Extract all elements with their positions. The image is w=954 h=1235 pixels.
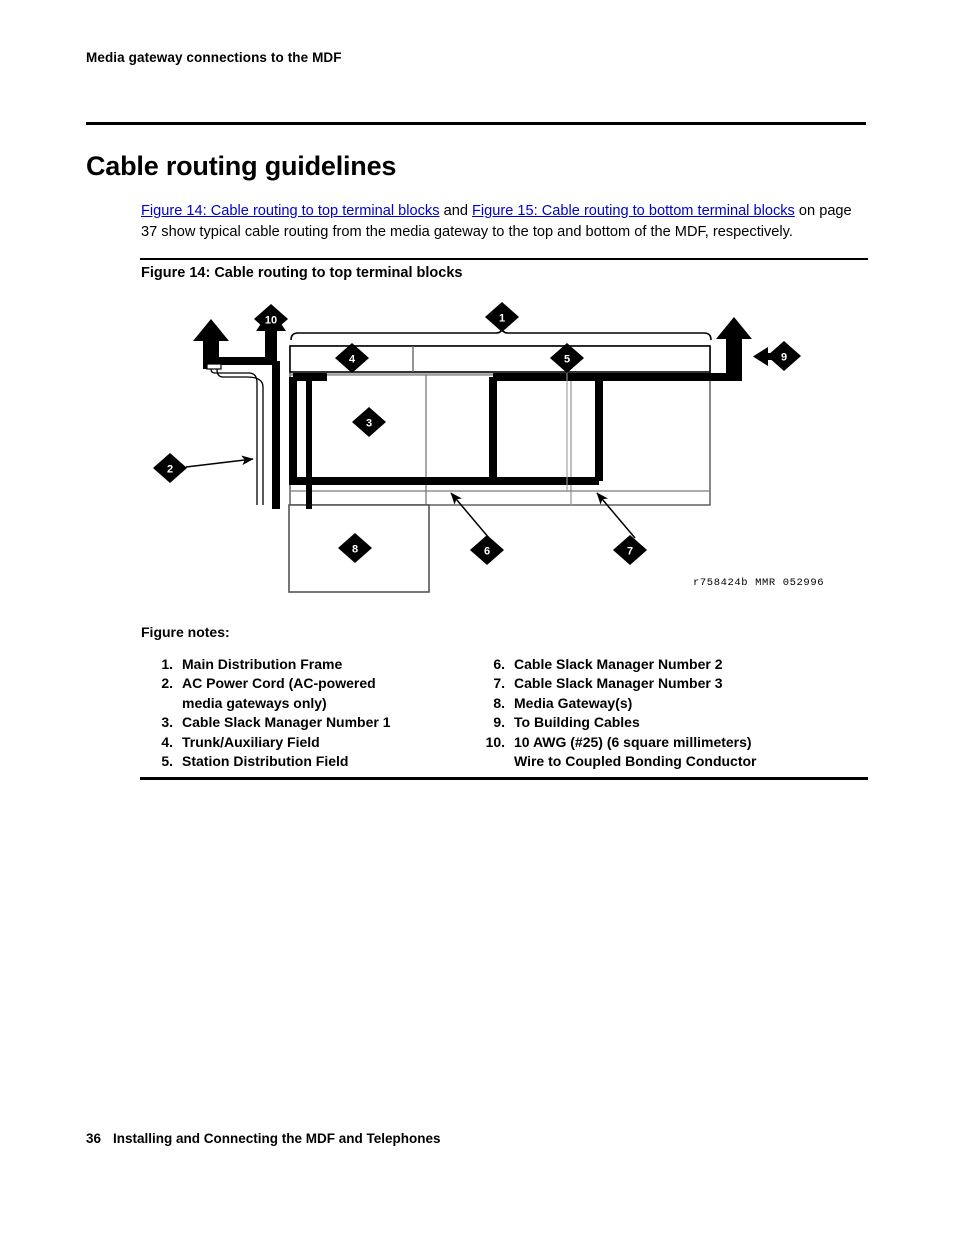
- note-item: 9. To Building Cables: [471, 713, 868, 732]
- note-number: 1.: [161, 656, 173, 672]
- figure-caption: Figure 14: Cable routing to top terminal…: [141, 265, 463, 281]
- svg-text:2: 2: [167, 464, 173, 476]
- note-number: 9.: [493, 714, 505, 731]
- cable-routing-paths: [203, 357, 737, 509]
- figure-notes: 1. Main Distribution Frame 2. AC Power C…: [141, 655, 868, 771]
- callout-7: 7: [613, 535, 647, 565]
- figure-14-drawing: 1 2 3 4 5 6 7: [141, 295, 868, 605]
- note-number: 2.: [161, 675, 173, 692]
- note-text: Cable Slack Manager Number 3: [514, 675, 723, 692]
- note-number: 3.: [161, 714, 173, 731]
- page-footer: 36 Installing and Connecting the MDF and …: [86, 1131, 441, 1146]
- svg-text:1: 1: [499, 313, 505, 325]
- callout-2: 2: [153, 453, 187, 483]
- note-number: 6.: [493, 656, 505, 672]
- svg-text:10: 10: [265, 315, 277, 327]
- svg-text:6: 6: [484, 546, 490, 558]
- xref-figure-15[interactable]: Figure 15: Cable routing to bottom termi…: [472, 202, 795, 219]
- note-text-continuation: Wire to Coupled Bonding Conductor: [514, 753, 757, 770]
- note-item: 8. Media Gateway(s): [471, 694, 868, 713]
- body-text-tail: on page 37 show typical cable routing fr…: [141, 202, 852, 240]
- note-number: 8.: [493, 694, 505, 711]
- note-text: Media Gateway(s): [514, 694, 633, 711]
- footer-page-number: 36: [86, 1131, 102, 1146]
- note-item: 1. Main Distribution Frame: [141, 655, 471, 674]
- body-paragraph: Figure 14: Cable routing to top terminal…: [141, 201, 863, 243]
- footer-book-title: Installing and Connecting the MDF and Te…: [113, 1131, 441, 1146]
- page-title: Cable routing guidelines: [86, 151, 397, 182]
- note-text: Station Distribution Field: [182, 753, 349, 770]
- cable-exit-arrow-left: [193, 319, 229, 369]
- figure-drawing-id: r758424b MMR 052996: [693, 577, 824, 589]
- svg-text:4: 4: [349, 354, 356, 366]
- note-text: Cable Slack Manager Number 2: [514, 656, 723, 672]
- callout-3: 3: [352, 407, 386, 437]
- body-text-and: and: [439, 202, 472, 219]
- ac-power-cord: [206, 359, 264, 505]
- xref-figure-14[interactable]: Figure 14: Cable routing to top terminal…: [141, 202, 440, 219]
- note-item: 3. Cable Slack Manager Number 1: [141, 713, 471, 732]
- note-number: 4.: [161, 733, 173, 750]
- note-number: 10.: [485, 733, 505, 750]
- note-number: 7.: [493, 675, 505, 692]
- figure-caption-rule: [140, 258, 868, 260]
- note-text: Cable Slack Manager Number 1: [182, 714, 391, 731]
- note-item: 2. AC Power Cord (AC-powered: [141, 674, 471, 693]
- figure-notes-column-left: 1. Main Distribution Frame 2. AC Power C…: [141, 655, 471, 771]
- figure-notes-bottom-rule: [140, 777, 868, 780]
- callout-markers: 1 2 3 4 5 6 7: [153, 302, 801, 565]
- svg-text:3: 3: [366, 418, 372, 430]
- callout-1: 1: [485, 302, 519, 332]
- note-item: 10. 10 AWG (#25) (6 square millimeters): [471, 733, 868, 752]
- note-text: AC Power Cord (AC-powered: [182, 675, 376, 692]
- svg-text:9: 9: [781, 352, 787, 364]
- svg-text:8: 8: [352, 544, 358, 556]
- callout-4: 4: [335, 343, 369, 373]
- callout-5: 5: [550, 343, 584, 373]
- note-text: Main Distribution Frame: [182, 656, 343, 672]
- note-text: Trunk/Auxiliary Field: [182, 733, 320, 750]
- svg-text:5: 5: [564, 354, 570, 366]
- note-item: 7. Cable Slack Manager Number 3: [471, 674, 868, 693]
- note-text-continuation: media gateways only): [182, 694, 327, 711]
- note-text: To Building Cables: [514, 714, 640, 731]
- note-number: 5.: [161, 753, 173, 770]
- title-rule-top: [86, 122, 866, 125]
- running-header: Media gateway connections to the MDF: [86, 50, 342, 65]
- note-text: 10 AWG (#25) (6 square millimeters): [514, 733, 752, 750]
- callout-10: 10: [254, 304, 288, 334]
- figure-notes-heading: Figure notes:: [141, 624, 230, 640]
- callout-8: 8: [338, 533, 372, 563]
- callout-6: 6: [470, 535, 504, 565]
- note-item: 5. Station Distribution Field: [141, 752, 471, 771]
- figure-notes-column-right: 6. Cable Slack Manager Number 2 7. Cable…: [471, 655, 868, 771]
- callout-9: 9: [767, 341, 801, 371]
- note-item: 6. Cable Slack Manager Number 2: [471, 655, 868, 674]
- svg-text:7: 7: [627, 546, 633, 558]
- note-item: 4. Trunk/Auxiliary Field: [141, 733, 471, 752]
